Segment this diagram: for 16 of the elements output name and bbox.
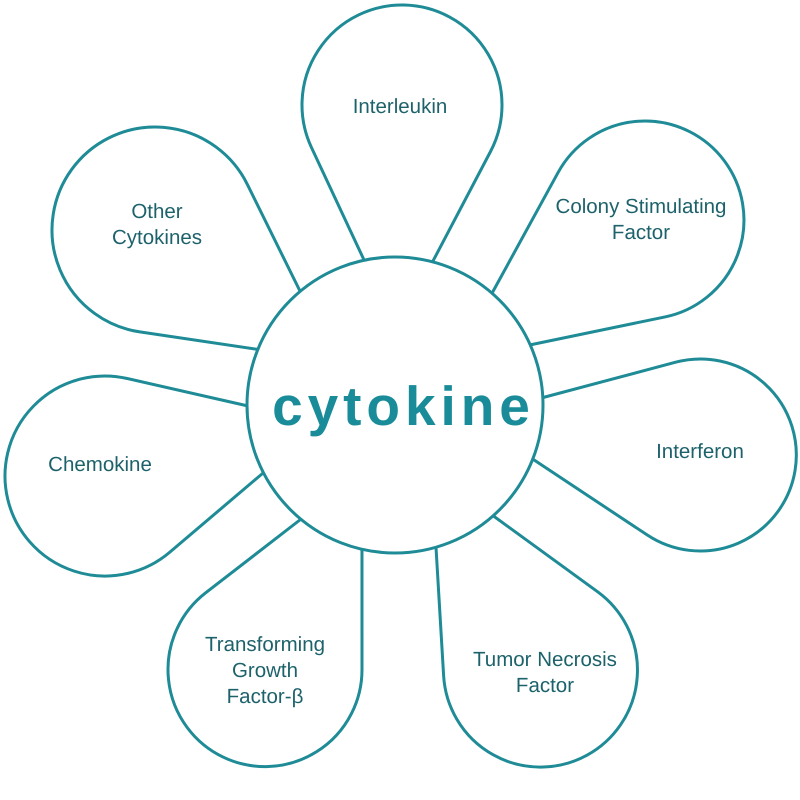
hub-label: cytokine — [271, 374, 535, 438]
petal-label: Tumor Necrosis Factor — [472, 646, 618, 699]
petal-shape — [50, 125, 302, 352]
petal-label: Transforming Growth Factor-β — [204, 632, 326, 710]
petal-label: Interferon — [656, 439, 744, 465]
petal-label: Other Cytokines — [110, 199, 203, 251]
petal-shape — [530, 357, 798, 553]
petal-label: Interleukin — [352, 94, 448, 120]
petal-shape — [3, 374, 266, 578]
petal-shape — [434, 514, 639, 769]
petal-label: Colony Stimulating Factor — [554, 194, 728, 246]
hub-circle — [245, 255, 545, 555]
petal-shape — [490, 119, 746, 347]
petal-shape — [300, 3, 504, 264]
petal-shape — [166, 517, 364, 769]
petal-label: Chemokine — [48, 452, 152, 478]
